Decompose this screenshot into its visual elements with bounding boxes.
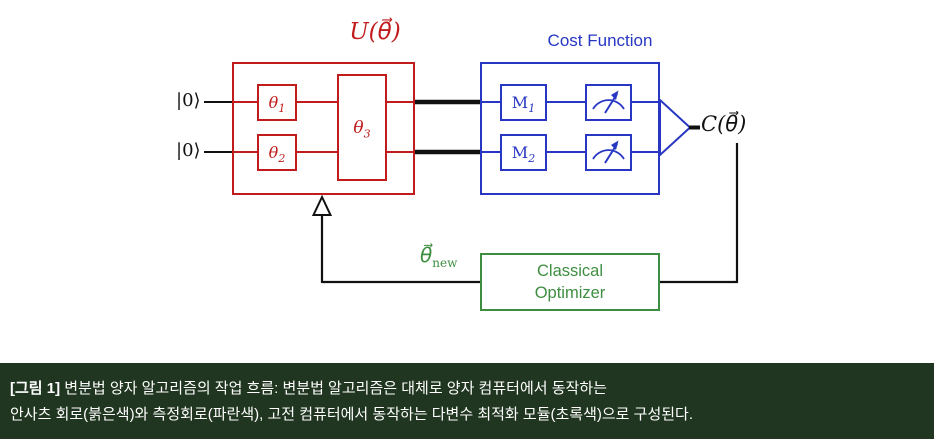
measurement-m1-label: M1	[511, 93, 536, 116]
feedback-arrowhead-icon	[311, 194, 333, 216]
merge-triangle-icon	[659, 97, 692, 158]
gate-theta1-box: θ1	[257, 84, 297, 121]
qubit0-ket-label: |0⟩	[176, 90, 201, 111]
caption-line1: [그림 1] 변분법 양자 알고리즘의 작업 흐름: 변분법 알고리즘은 대체로…	[10, 380, 607, 397]
meter1-box	[585, 84, 632, 121]
gauge-icon	[592, 90, 625, 114]
meter2-box	[585, 134, 632, 171]
ansatz-box	[232, 62, 415, 195]
cost-function-title: Cost Function	[547, 31, 653, 50]
classical-optimizer-box: Classical Optimizer	[480, 253, 660, 311]
qubit1-ket-label: |0⟩	[176, 140, 201, 161]
cost-function-box	[480, 62, 660, 195]
gate-theta2-label: θ2	[268, 143, 286, 166]
feedback-theta-label: θ⃗new	[420, 243, 458, 270]
gate-theta3-box: θ3	[337, 74, 387, 181]
caption-line2: 안사츠 회로(붉은색)와 측정회로(파란색), 고전 컴퓨터에서 동작하는 다변…	[10, 406, 694, 423]
measurement-m2-label: M2	[511, 143, 536, 166]
measurement-m1-box: M1	[500, 84, 547, 121]
ansatz-wires	[232, 101, 415, 153]
figure-caption: [그림 1] 변분법 양자 알고리즘의 작업 흐름: 변분법 알고리즘은 대체로…	[0, 363, 934, 439]
output-label: C(θ⃗)	[701, 112, 747, 136]
classical-feedback-wires	[320, 143, 739, 284]
caption-figure-tag: [그림 1]	[10, 380, 61, 397]
gate-theta1-label: θ1	[268, 93, 286, 116]
ansatz-title: U(θ⃗)	[349, 19, 401, 45]
gate-theta2-box: θ2	[257, 134, 297, 171]
qubit-wires	[204, 101, 232, 153]
gate-theta3-label: θ3	[353, 117, 371, 140]
cost-wires	[480, 101, 660, 153]
wires-layer	[204, 97, 739, 284]
classical-optimizer-label: Classical Optimizer	[534, 262, 606, 302]
quantum-bus-wires	[415, 99, 480, 155]
gauge-icon	[592, 140, 625, 164]
measurement-m2-box: M2	[500, 134, 547, 171]
